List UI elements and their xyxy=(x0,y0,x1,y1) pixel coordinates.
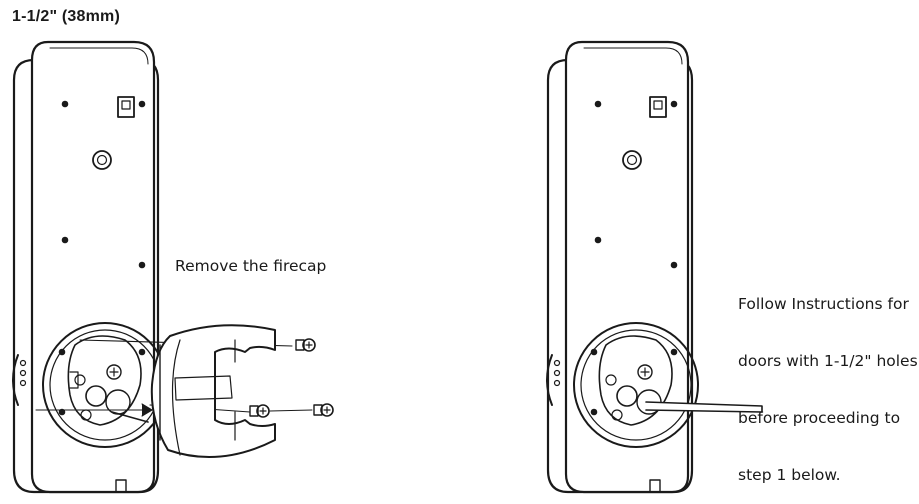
instruction-line: step 1 below. xyxy=(738,466,841,484)
lock-body-left xyxy=(12,40,168,494)
instruction-line: Follow Instructions for xyxy=(738,295,909,313)
firecap-illustration xyxy=(150,324,276,459)
lock-body-right xyxy=(546,40,763,494)
screw-illustrations xyxy=(249,338,334,418)
instruction-line: before proceeding to xyxy=(738,409,901,427)
instruction-line: doors with 1-1/2" holes xyxy=(738,352,918,370)
remove-firecap-note: Remove the firecap xyxy=(175,257,327,275)
size-heading: 1-1/2" (38mm) xyxy=(12,8,121,25)
follow-instructions-note: Follow Instructions for doors with 1-1/2… xyxy=(738,257,918,504)
